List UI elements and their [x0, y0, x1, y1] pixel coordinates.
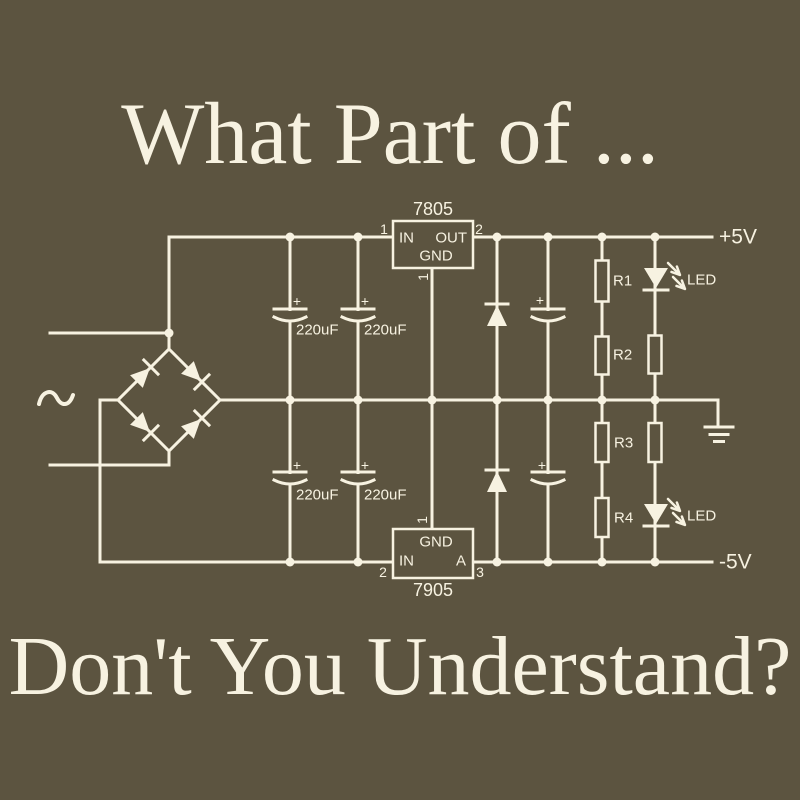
regulator-7805-in: IN: [399, 229, 414, 247]
led-resistor-top: [647, 334, 663, 375]
resistor-r1: [594, 259, 610, 303]
cap-plus-mark: +: [360, 293, 370, 309]
regulator-7805-box: [391, 219, 475, 270]
cap-plus-mark: +: [292, 457, 302, 473]
cap-plus-mark: +: [537, 457, 547, 473]
bridge-diode-icon: [130, 357, 161, 388]
negative-rail-label: -5V: [719, 550, 752, 574]
regulator-7805-part: 7805: [412, 199, 454, 219]
pin-number-7805-gnd: 1: [415, 273, 431, 281]
capacitor-icon: [339, 307, 377, 323]
regulator-7905-box: [391, 527, 475, 580]
bridge-diode-icon: [181, 361, 212, 392]
bridge-diode-icon: [130, 412, 161, 443]
pin-number-7905-gnd: 1: [414, 516, 430, 524]
led-icon: [642, 497, 687, 528]
capacitor-icon: [271, 470, 309, 486]
resistor-r3: [594, 421, 610, 464]
led-label: LED: [687, 271, 717, 289]
regulator-7905-in: IN: [399, 552, 414, 570]
resistor-r4: [594, 496, 610, 539]
ac-source-icon: [37, 390, 75, 406]
regulator-7805-out: OUT: [435, 229, 467, 247]
resistor-label-r3: R3: [614, 434, 634, 452]
led-label: LED: [687, 507, 717, 525]
regulator-7905-part: 7905: [412, 580, 454, 600]
ground-icon: [703, 425, 735, 443]
cap-label: 220uF: [364, 486, 407, 504]
capacitor-icon: [529, 307, 567, 323]
pin-number-7805-out: 2: [475, 221, 483, 237]
pin-number-7805-in: 1: [380, 221, 388, 237]
resistor-label-r1: R1: [613, 272, 633, 290]
pin-number-7905-in: 2: [379, 564, 387, 580]
led-resistor-bottom: [647, 421, 663, 464]
resistor-label-r4: R4: [614, 509, 634, 527]
cap-label: 220uF: [296, 486, 339, 504]
bridge-diode-icon: [181, 408, 212, 439]
led-icon: [642, 261, 687, 292]
diode-icon: [484, 302, 510, 326]
cap-label: 220uF: [364, 321, 407, 339]
cap-plus-mark: +: [360, 457, 370, 473]
junction-dots: [164, 232, 660, 567]
title-top: What Part of ...: [121, 86, 659, 183]
capacitor-icon: [271, 307, 309, 323]
positive-rail-label: +5V: [719, 225, 757, 249]
capacitor-icon: [529, 470, 567, 486]
pin-number-7905-out: 3: [476, 564, 484, 580]
resistor-label-r2: R2: [613, 346, 633, 364]
cap-label: 220uF: [296, 321, 339, 339]
cap-plus-mark: +: [292, 293, 302, 309]
capacitor-symbols: [271, 307, 567, 486]
title-bottom: Don't You Understand?: [8, 620, 792, 713]
regulator-7905-out: A: [455, 552, 466, 570]
resistor-r2: [594, 335, 610, 376]
resistor-symbols: [594, 259, 663, 539]
bridge-rectifier: [115, 346, 223, 454]
diode-icon: [484, 468, 510, 492]
regulator-7805-gnd: GND: [419, 247, 453, 265]
regulator-7905-gnd: GND: [419, 533, 453, 551]
capacitor-icon: [339, 470, 377, 486]
cap-plus-mark: +: [535, 292, 545, 308]
